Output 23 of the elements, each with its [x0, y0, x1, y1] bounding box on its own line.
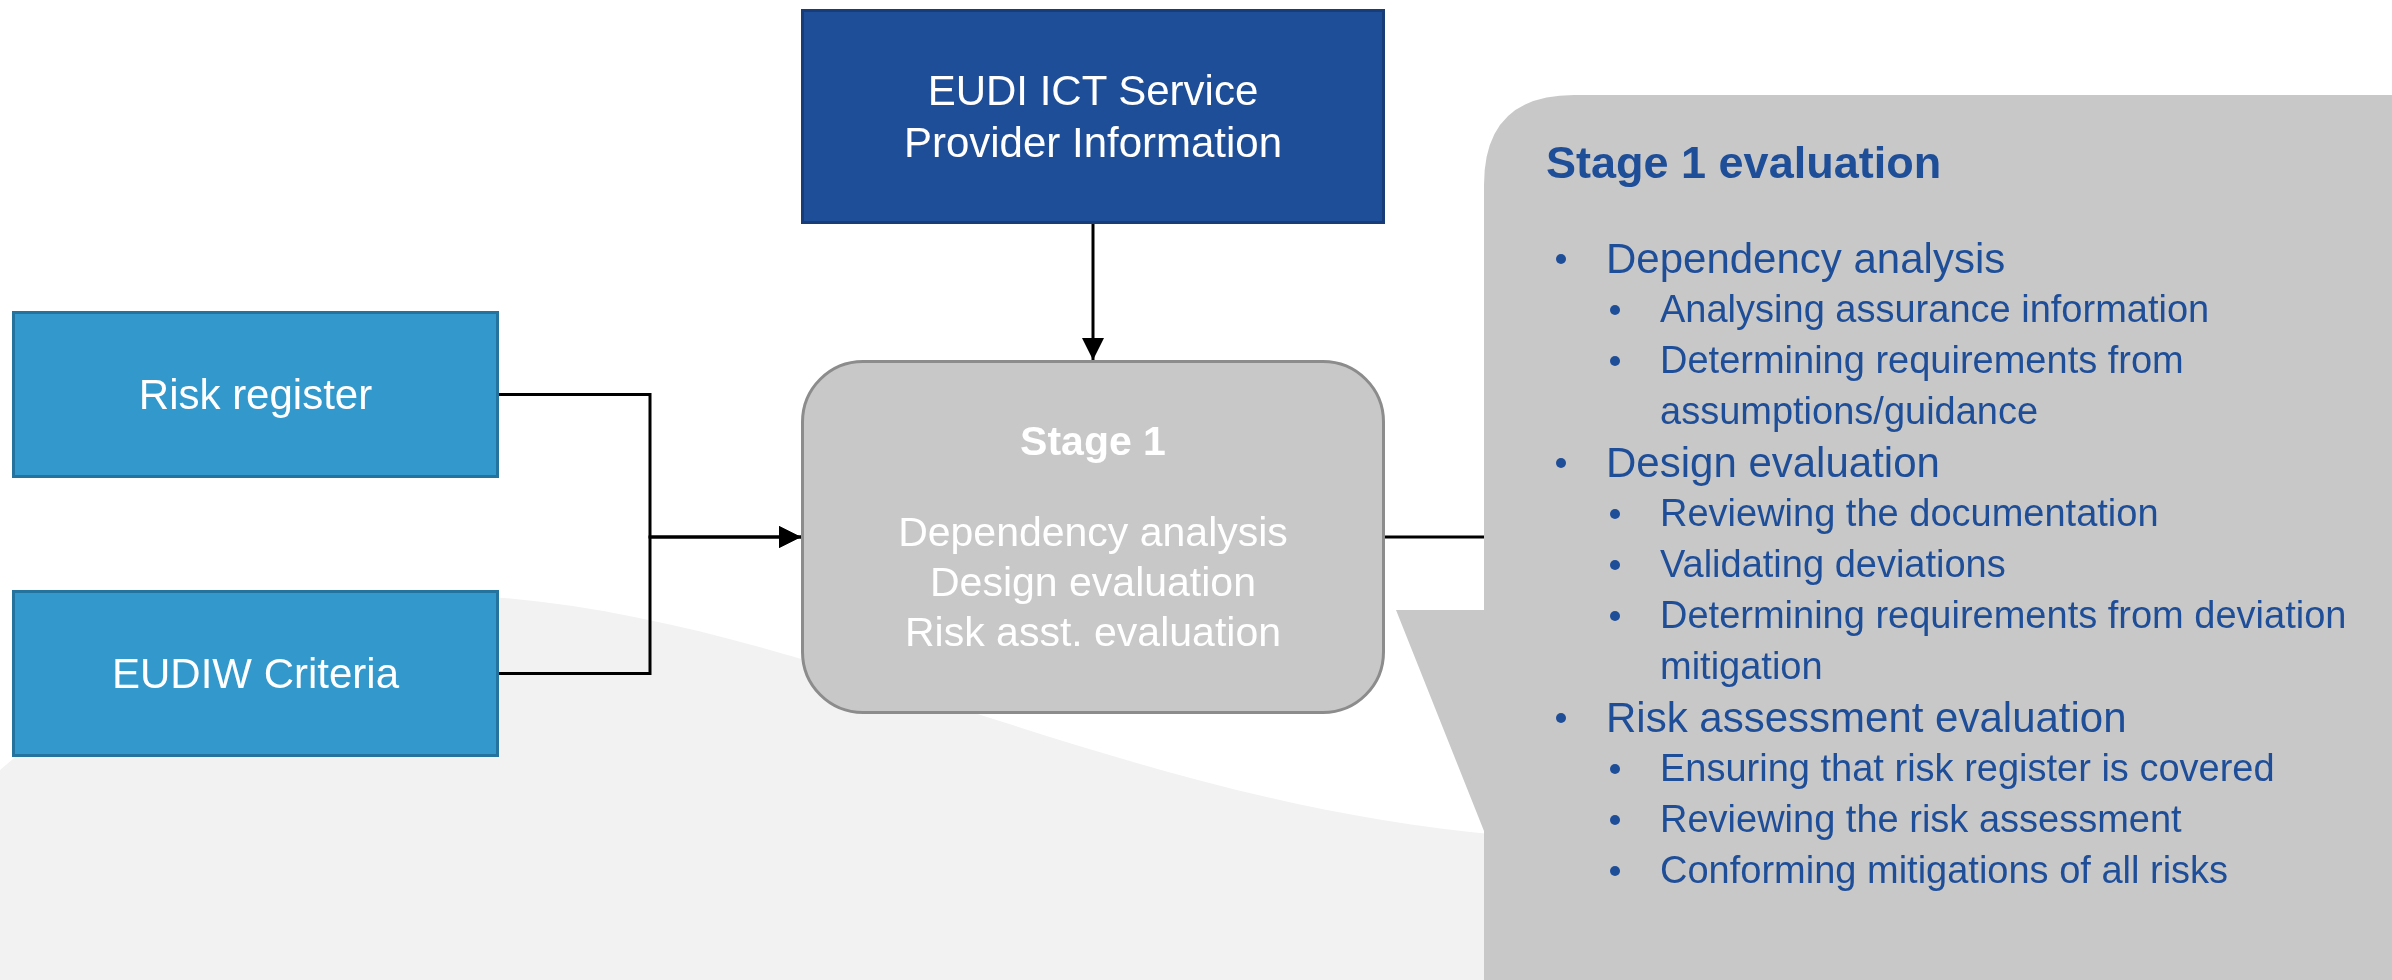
arrow — [499, 526, 801, 675]
sub-bullet-item: Ensuring that risk register is covered — [1660, 743, 2275, 794]
connector-line — [1385, 535, 1484, 539]
sub-bullet-item: Validating deviations — [1660, 539, 2006, 590]
box-label: EUDIW Criteria — [112, 648, 399, 699]
sub-bullet-item: Determining requirements from deviation mitigation — [1660, 590, 2360, 692]
sub-bullet-item: Determining requirements from assumptions/guidance — [1660, 335, 2360, 437]
source-box — [801, 9, 1385, 224]
bullet-item: Risk assessment evaluation — [1606, 692, 2127, 743]
bullet-item: Design evaluation — [1606, 437, 1940, 488]
bullet-item: Dependency analysis — [1606, 233, 2006, 284]
callout-box — [1393, 95, 2392, 980]
sub-bullet-item: Analysing assurance information — [1660, 284, 2210, 335]
sub-bullet-item: Reviewing the documentation — [1660, 488, 2159, 539]
input-box — [12, 311, 499, 478]
sub-bullet-item: Reviewing the risk assessment — [1660, 794, 2182, 845]
box-label: Risk register — [138, 369, 373, 420]
input-box — [12, 590, 499, 757]
arrow — [1082, 224, 1104, 360]
sub-bullet-item: Conforming mitigations of all risks — [1660, 845, 2229, 896]
process-box — [801, 360, 1385, 714]
box-label: EUDI ICT Service Provider Information — [902, 65, 1284, 168]
callout-heading: Stage 1 evaluation — [1546, 137, 1942, 189]
